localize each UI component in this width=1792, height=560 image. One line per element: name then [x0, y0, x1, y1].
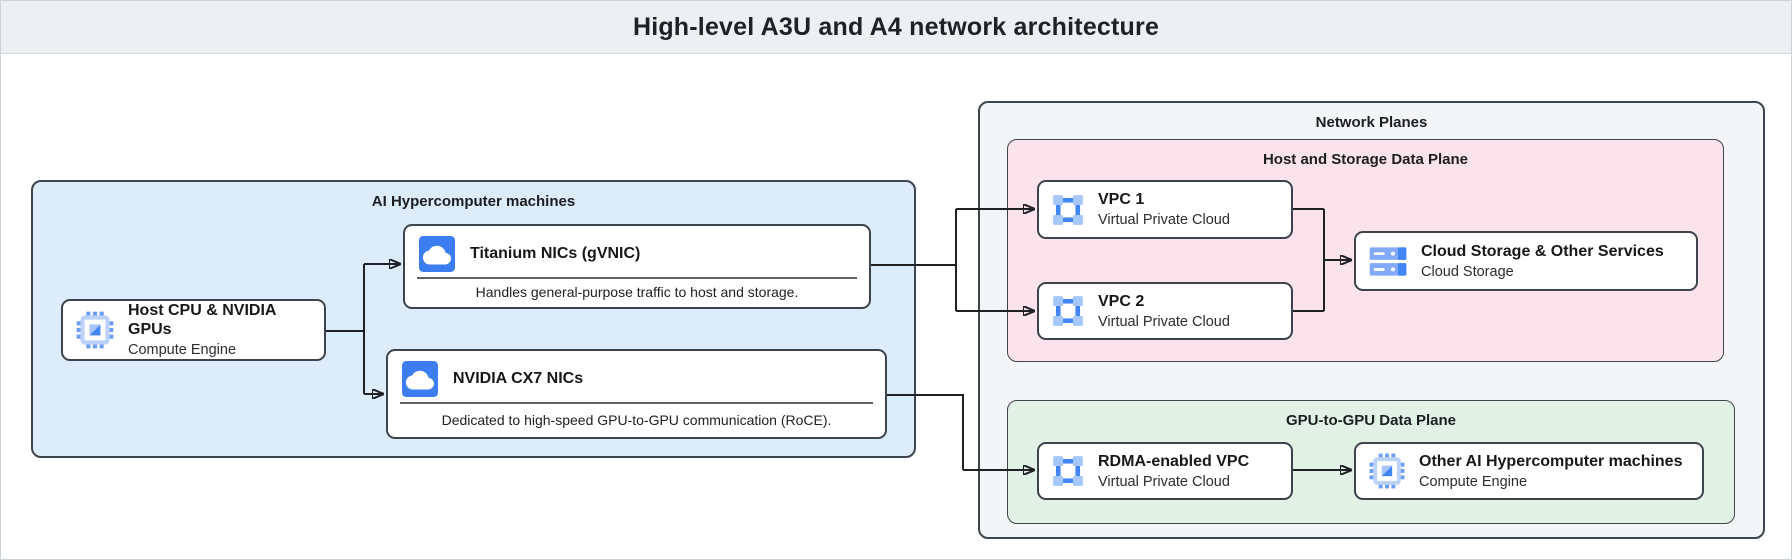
node-subtitle: Compute Engine — [1419, 473, 1528, 490]
node-cloud-storage: Cloud Storage & Other Services Cloud Sto… — [1354, 231, 1698, 291]
diagram-header: High-level A3U and A4 network architectu… — [1, 1, 1791, 54]
node-subtitle: Cloud Storage — [1421, 263, 1514, 280]
cloud-icon — [402, 360, 438, 397]
vpc-icon — [1053, 194, 1083, 225]
divider — [400, 402, 873, 404]
compute-engine-icon — [1369, 453, 1405, 489]
node-title: NVIDIA CX7 NICs — [453, 370, 584, 387]
group-label-ai-hypercomputer: AI Hypercomputer machines — [371, 193, 576, 210]
group-label-network-planes: Network Planes — [1315, 114, 1428, 131]
node-other-ai-hypercomputer-machines: Other AI Hypercomputer machines Compute … — [1354, 442, 1704, 500]
node-title: VPC 2 — [1098, 292, 1145, 310]
page-title: High-level A3U and A4 network architectu… — [632, 12, 1160, 41]
node-nvidia-cx7-nics: NVIDIA CX7 NICs Dedicated to high-speed … — [386, 349, 887, 439]
node-host-cpu-gpus: Host CPU & NVIDIA GPUs Compute Engine — [61, 299, 326, 361]
group-label-host-storage-plane: Host and Storage Data Plane — [1262, 151, 1469, 168]
node-title: RDMA-enabled VPC — [1098, 452, 1250, 470]
node-subtitle: Virtual Private Cloud — [1098, 313, 1230, 330]
node-title: Host CPU & NVIDIA GPUs — [128, 302, 276, 338]
cloud-icon — [419, 235, 455, 272]
vpc-icon — [1053, 296, 1083, 326]
divider — [417, 277, 857, 279]
node-vpc-2: VPC 2 Virtual Private Cloud — [1037, 282, 1293, 340]
node-description: Dedicated to high-speed GPU-to-GPU commu… — [441, 411, 832, 428]
group-label-gpu-plane: GPU-to-GPU Data Plane — [1285, 412, 1457, 429]
vpc-icon — [1053, 456, 1083, 486]
cloud-storage-icon — [1369, 246, 1407, 276]
compute-engine-icon — [76, 311, 114, 349]
node-description: Handles general-purpose traffic to host … — [475, 284, 799, 300]
node-subtitle: Virtual Private Cloud — [1098, 212, 1230, 228]
node-title: VPC 1 — [1098, 191, 1145, 208]
node-title: Titanium NICs (gVNIC) — [470, 245, 641, 262]
node-subtitle: Compute Engine — [128, 342, 237, 358]
node-title: Cloud Storage & Other Services — [1421, 242, 1664, 260]
node-subtitle: Virtual Private Cloud — [1098, 473, 1230, 490]
node-titanium-nics: Titanium NICs (gVNIC) Handles general-pu… — [403, 224, 871, 309]
node-rdma-enabled-vpc: RDMA-enabled VPC Virtual Private Cloud — [1037, 442, 1293, 500]
node-title: Other AI Hypercomputer machines — [1419, 452, 1683, 470]
node-vpc-1: VPC 1 Virtual Private Cloud — [1037, 180, 1293, 239]
